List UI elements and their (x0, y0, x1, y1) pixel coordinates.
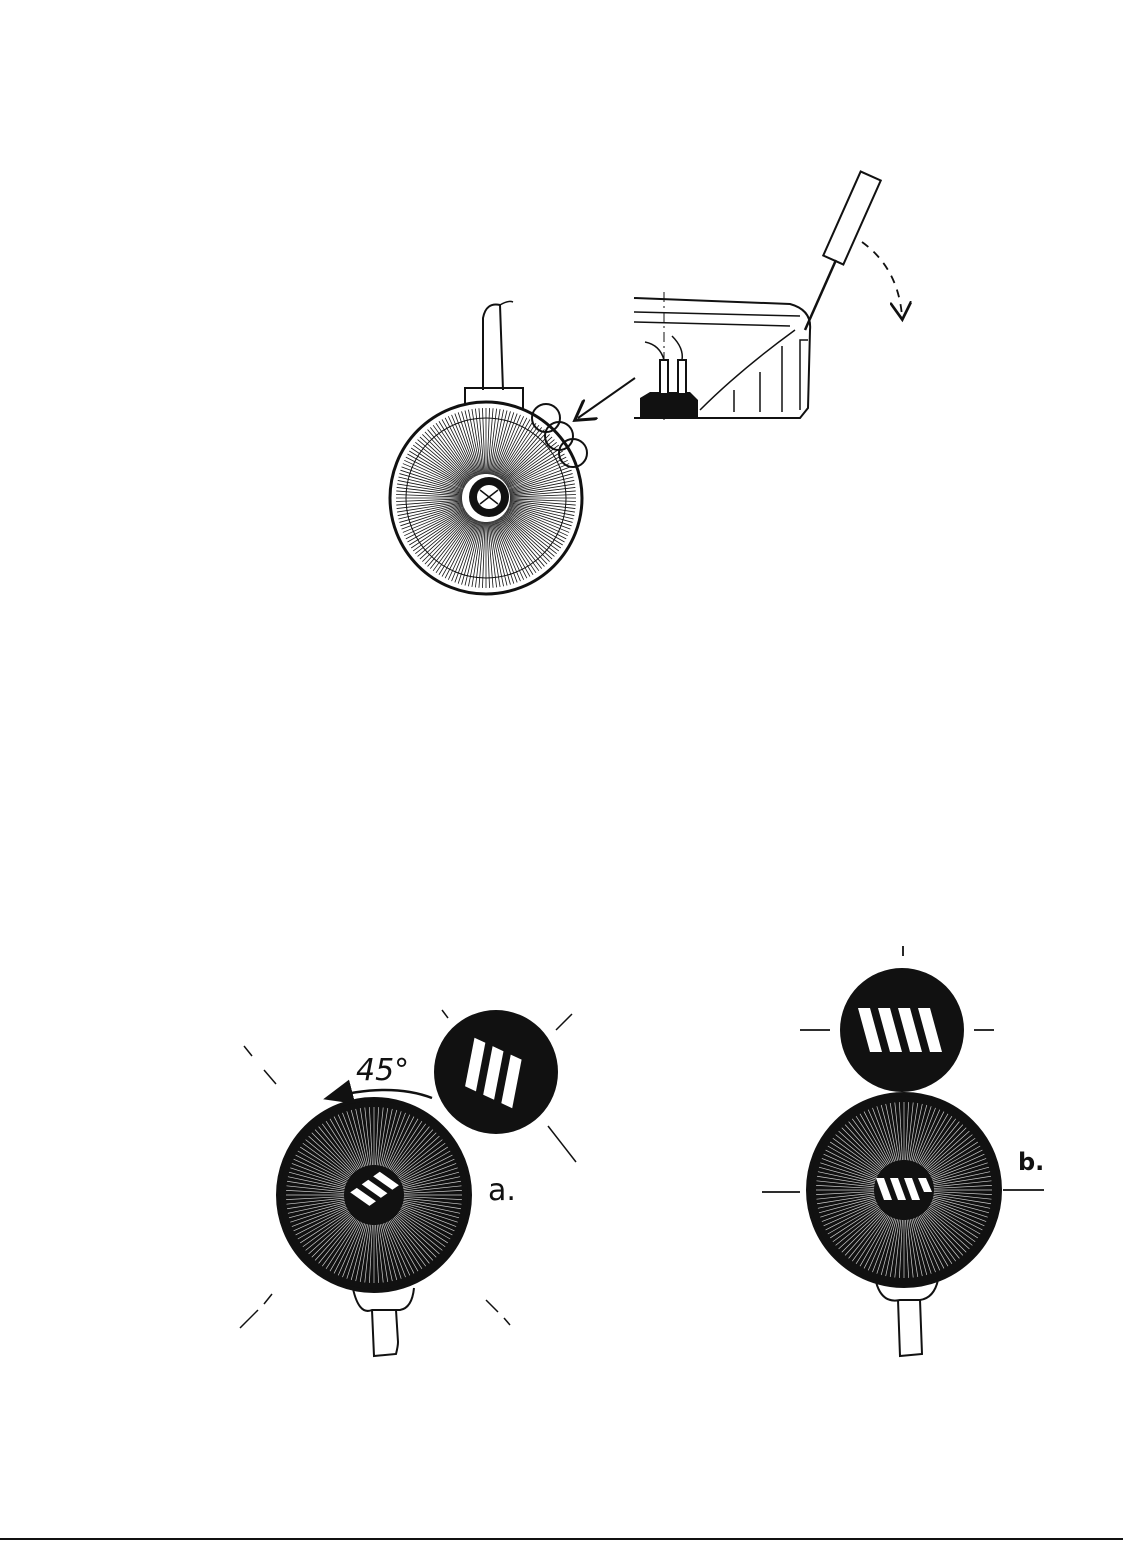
view-b-label: b. (1018, 1148, 1044, 1176)
insert-disc-b (840, 968, 964, 1092)
dashed-curved-arrow-icon (862, 242, 902, 316)
pointer-arrow (578, 378, 635, 418)
screwdriver-icon (805, 172, 881, 330)
figure-a: 45° a. (240, 1010, 576, 1356)
curved-arrow-icon (328, 1090, 432, 1098)
lamp-stem (465, 301, 523, 410)
housing-cross-section (634, 292, 810, 420)
angle-label: 45° (356, 1053, 409, 1088)
top-figure (390, 172, 902, 594)
figure-b: b. (762, 946, 1044, 1356)
view-a-label: a. (488, 1173, 516, 1208)
insert-disc-a (434, 1010, 558, 1134)
